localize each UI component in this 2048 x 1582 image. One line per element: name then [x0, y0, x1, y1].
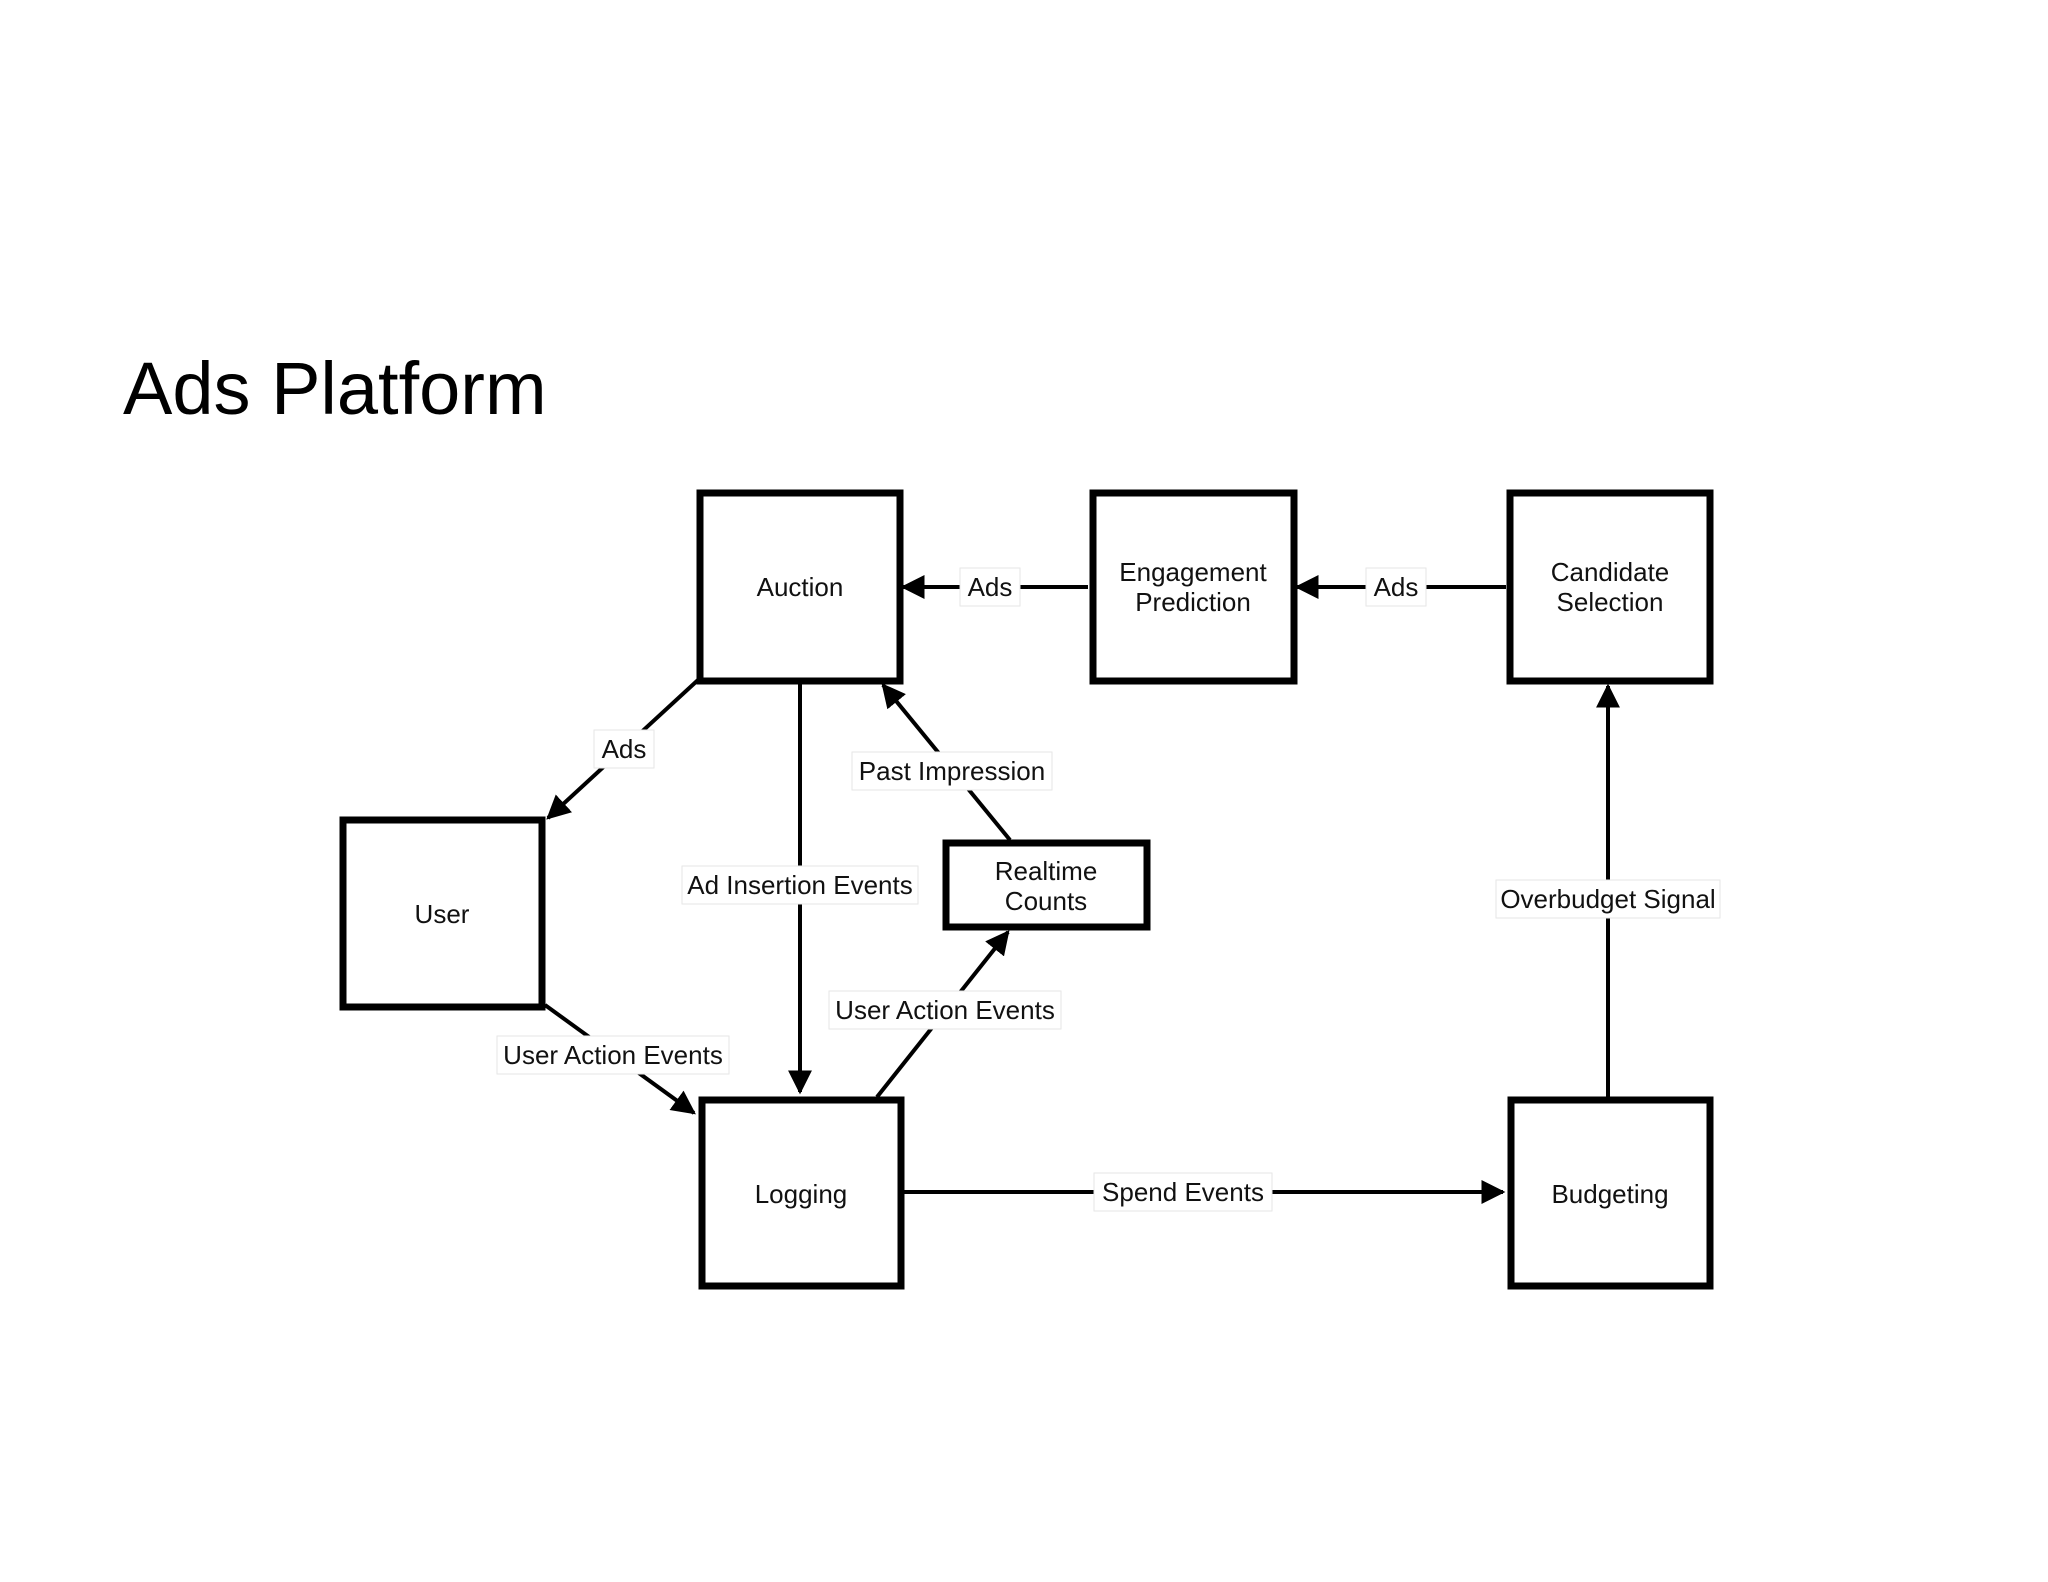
node-realtime-label-line1: Realtime [995, 856, 1098, 886]
edge-label-auction-to-user: Ads [593, 729, 655, 769]
slide-title: Ads Platform [123, 347, 547, 430]
svg-text:User Action Events: User Action Events [503, 1040, 723, 1070]
node-realtime-counts: Realtime Counts [942, 839, 1151, 931]
svg-text:Spend Events: Spend Events [1102, 1177, 1264, 1207]
svg-text:Ads: Ads [968, 572, 1013, 602]
edge-label-auction-to-logging: Ad Insertion Events [681, 865, 919, 905]
edge-label-candidate-to-engagement: Ads [1365, 567, 1427, 607]
edge-label-budgeting-to-candidate: Overbudget Signal [1495, 879, 1721, 919]
node-budgeting: Budgeting [1507, 1096, 1714, 1290]
node-user-label: User [415, 899, 470, 929]
svg-text:Ads: Ads [1374, 572, 1419, 602]
svg-text:Ad Insertion Events: Ad Insertion Events [687, 870, 912, 900]
node-engagement-prediction: Engagement Prediction [1089, 489, 1298, 685]
node-budgeting-label: Budgeting [1551, 1179, 1668, 1209]
svg-text:User Action Events: User Action Events [835, 995, 1055, 1025]
node-engagement-label-line1: Engagement [1119, 557, 1267, 587]
node-realtime-label-line2: Counts [1005, 886, 1087, 916]
node-auction: Auction [696, 489, 904, 685]
edge-label-logging-to-budgeting: Spend Events [1093, 1172, 1273, 1212]
edge-label-realtime-to-auction: Past Impression [851, 751, 1053, 791]
node-candidate-label-line2: Selection [1557, 587, 1664, 617]
node-auction-label: Auction [757, 572, 844, 602]
node-engagement-label-line2: Prediction [1135, 587, 1251, 617]
svg-text:Overbudget Signal: Overbudget Signal [1500, 884, 1715, 914]
svg-text:Past Impression: Past Impression [859, 756, 1045, 786]
node-logging-label: Logging [755, 1179, 848, 1209]
node-user: User [339, 816, 546, 1011]
node-logging: Logging [698, 1096, 905, 1290]
node-candidate-label-line1: Candidate [1551, 557, 1670, 587]
edge-label-user-to-logging: User Action Events [496, 1035, 730, 1075]
edge-label-logging-to-realtime: User Action Events [828, 990, 1062, 1030]
svg-text:Ads: Ads [602, 734, 647, 764]
edge-label-engagement-to-auction: Ads [959, 567, 1021, 607]
node-candidate-selection: Candidate Selection [1506, 489, 1714, 685]
edge-labels: Ads Ads Ads Past Impression Ad Insertion… [496, 567, 1721, 1212]
